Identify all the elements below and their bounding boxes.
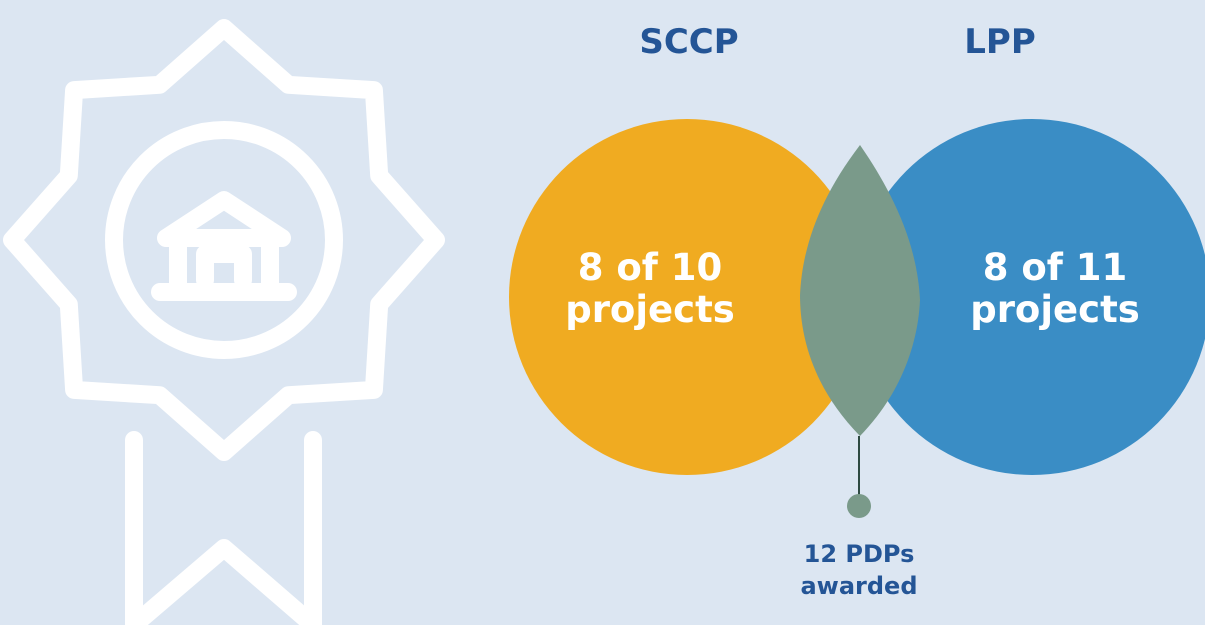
- lpp-title: LPP: [964, 22, 1036, 62]
- sccp-unit: projects: [565, 288, 735, 331]
- overlap-count: 12 PDPs: [803, 540, 915, 568]
- lpp-projects-text: 8 of 11 projects: [925, 247, 1185, 331]
- sccp-projects-text: 8 of 10 projects: [520, 247, 780, 331]
- sccp-title: SCCP: [639, 22, 739, 62]
- overlap-unit: awarded: [800, 572, 918, 600]
- sccp-count: 8 of 10: [577, 246, 723, 289]
- callout-dot: [847, 494, 871, 518]
- lpp-count: 8 of 11: [982, 246, 1128, 289]
- award-ribbon-house-icon: [3, 19, 445, 625]
- rosette-outline: [3, 19, 445, 461]
- overlap-callout-text: 12 PDPs awarded: [759, 538, 959, 602]
- overlap-lens: [800, 145, 920, 436]
- house-icon: [151, 191, 297, 301]
- rosette-inner-circle: [105, 121, 343, 359]
- sccp-circle: [509, 119, 865, 475]
- ribbon-tails: [125, 431, 322, 625]
- lpp-circle: [854, 119, 1205, 475]
- lpp-unit: projects: [970, 288, 1140, 331]
